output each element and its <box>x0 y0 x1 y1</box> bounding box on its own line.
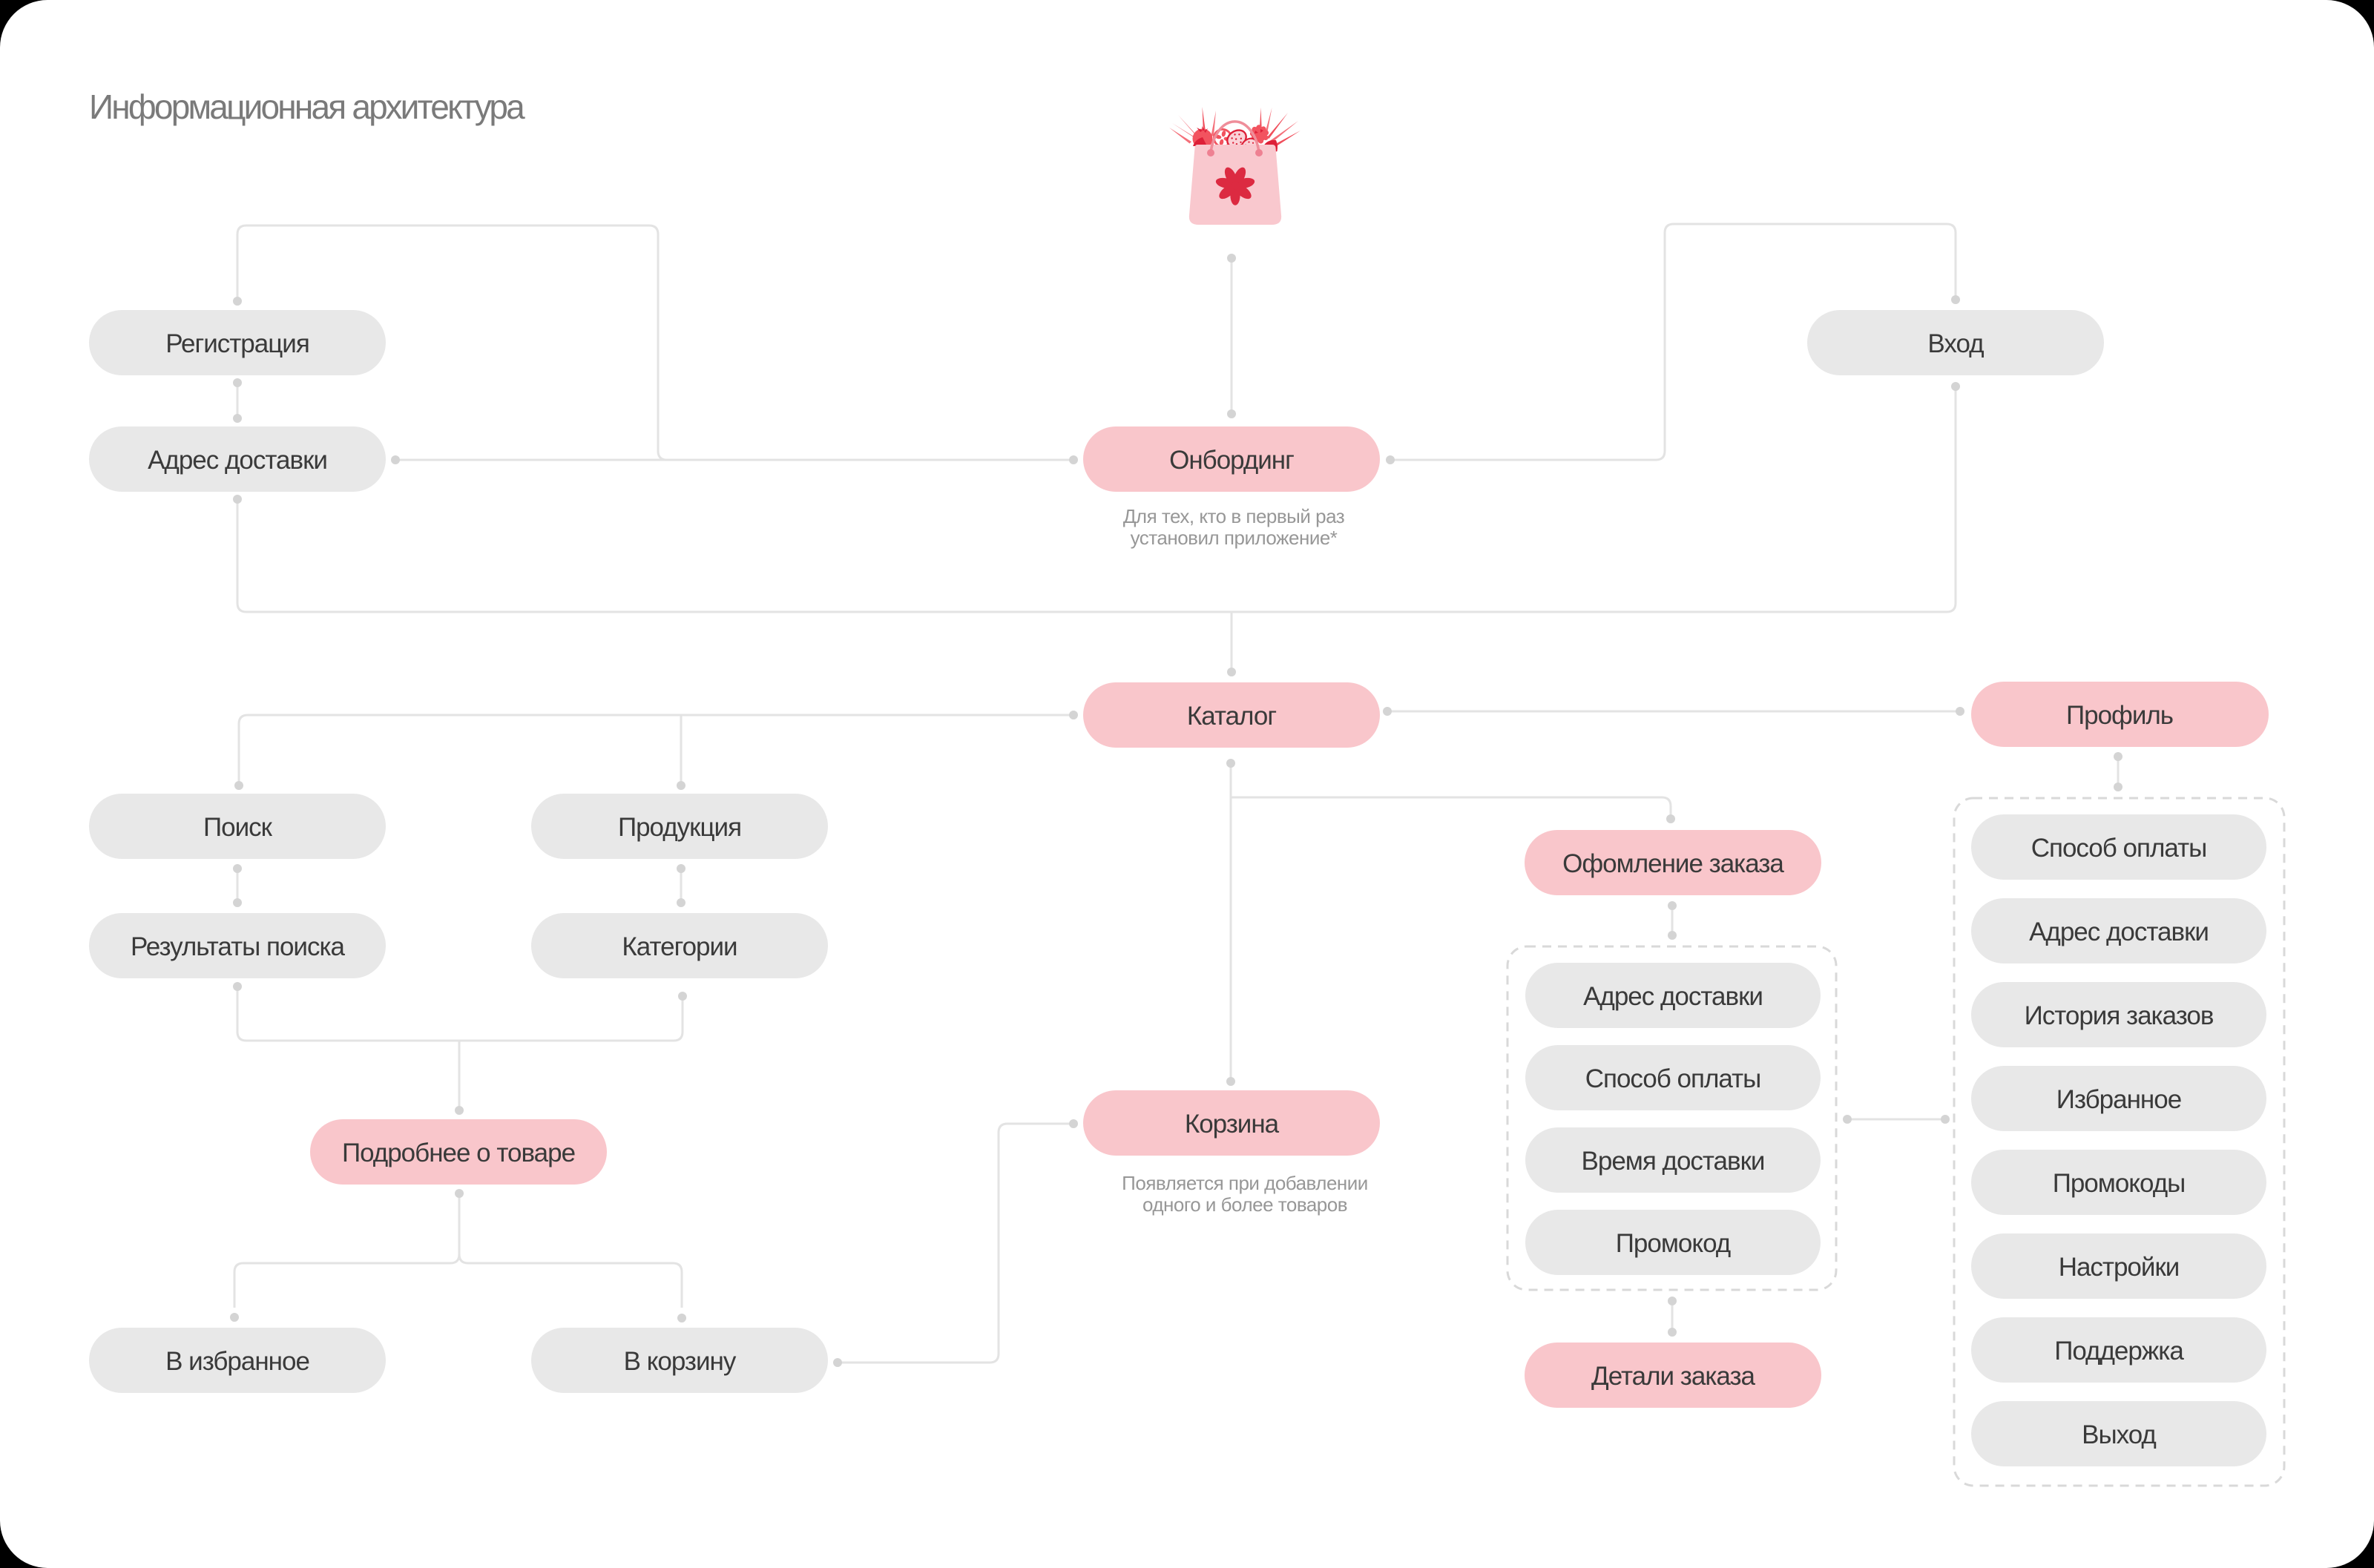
svg-text:Поиск: Поиск <box>203 813 273 842</box>
svg-text:Информационная архитектура: Информационная архитектура <box>89 88 525 126</box>
svg-text:Каталог: Каталог <box>1187 702 1276 731</box>
svg-text:Категории: Категории <box>622 932 737 961</box>
svg-text:В корзину: В корзину <box>624 1347 737 1376</box>
svg-text:Способ оплаты: Способ оплаты <box>2031 834 2207 863</box>
svg-text:История заказов: История заказов <box>2025 1001 2214 1030</box>
svg-text:Офомление заказа: Офомление заказа <box>1562 849 1784 878</box>
svg-text:Промокод: Промокод <box>1616 1229 1731 1258</box>
svg-text:Время доставки: Время доставки <box>1582 1147 1765 1176</box>
svg-text:В избранное: В избранное <box>165 1347 309 1376</box>
svg-text:Онбординг: Онбординг <box>1169 446 1294 475</box>
svg-text:Появляется при добавлении: Появляется при добавлении <box>1122 1172 1368 1194</box>
svg-text:установил приложение*: установил приложение* <box>1131 527 1338 549</box>
svg-text:Для тех, кто в первый раз: Для тех, кто в первый раз <box>1123 505 1344 527</box>
svg-text:Результаты поиска: Результаты поиска <box>131 932 346 961</box>
svg-text:Поддержка: Поддержка <box>2054 1337 2184 1366</box>
svg-text:Вход: Вход <box>1927 329 1984 358</box>
svg-text:одного и более товаров: одного и более товаров <box>1142 1193 1347 1216</box>
svg-text:Способ оплаты: Способ оплаты <box>1585 1064 1761 1093</box>
svg-text:Адрес доставки: Адрес доставки <box>1583 982 1763 1011</box>
svg-text:Адрес доставки: Адрес доставки <box>148 446 327 475</box>
svg-text:Профиль: Профиль <box>2066 701 2173 730</box>
svg-text:Настройки: Настройки <box>2059 1253 2180 1282</box>
svg-text:Детали заказа: Детали заказа <box>1591 1362 1756 1391</box>
svg-text:Продукция: Продукция <box>618 813 741 842</box>
svg-text:Промокоды: Промокоды <box>2053 1169 2186 1198</box>
svg-text:Выход: Выход <box>2082 1420 2156 1449</box>
svg-text:Адрес доставки: Адрес доставки <box>2029 918 2209 946</box>
svg-text:Подробнее о товаре: Подробнее о товаре <box>342 1139 575 1167</box>
svg-text:Избранное: Избранное <box>2056 1085 2181 1114</box>
svg-text:Регистрация: Регистрация <box>165 329 309 358</box>
svg-text:Корзина: Корзина <box>1185 1110 1280 1139</box>
